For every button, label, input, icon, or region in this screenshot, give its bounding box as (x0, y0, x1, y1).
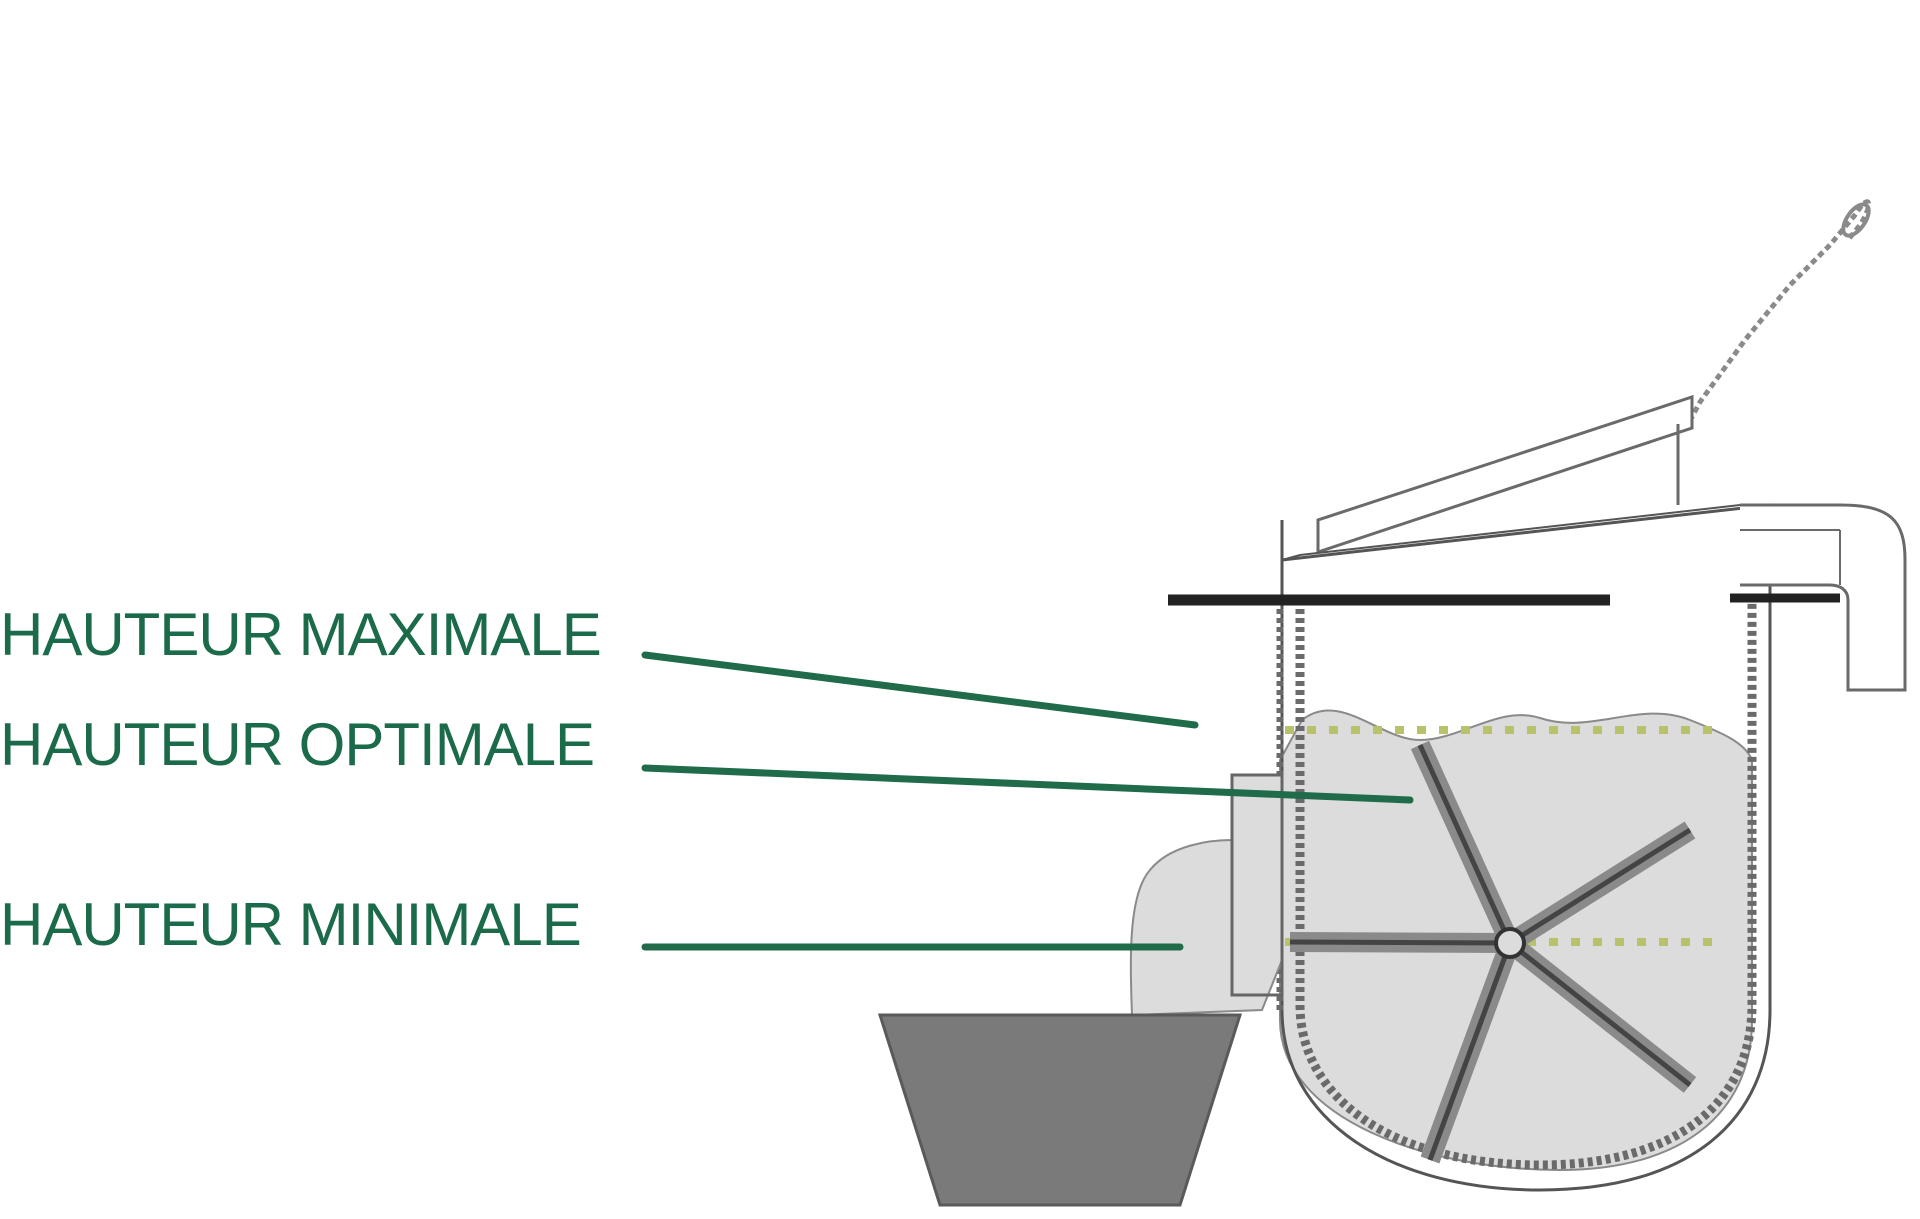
leader-lines (641, 651, 1414, 951)
outlet-chute (1129, 773, 1284, 1017)
leader-optimal (641, 764, 1414, 804)
label-min-height: HAUTEUR MINIMALE (0, 891, 582, 958)
basin-icon (877, 1013, 1243, 1207)
label-optimal-height: HAUTEUR OPTIMALE (0, 711, 595, 778)
lid (1316, 394, 1694, 555)
paddle-wheel-icon (1289, 740, 1697, 1164)
side-spout (1740, 503, 1907, 692)
chain-icon (1682, 199, 1871, 432)
feeder-tank-icon (1276, 503, 1772, 1192)
label-max-height: HAUTEUR MAXIMALE (0, 601, 602, 668)
leader-max (641, 651, 1199, 729)
